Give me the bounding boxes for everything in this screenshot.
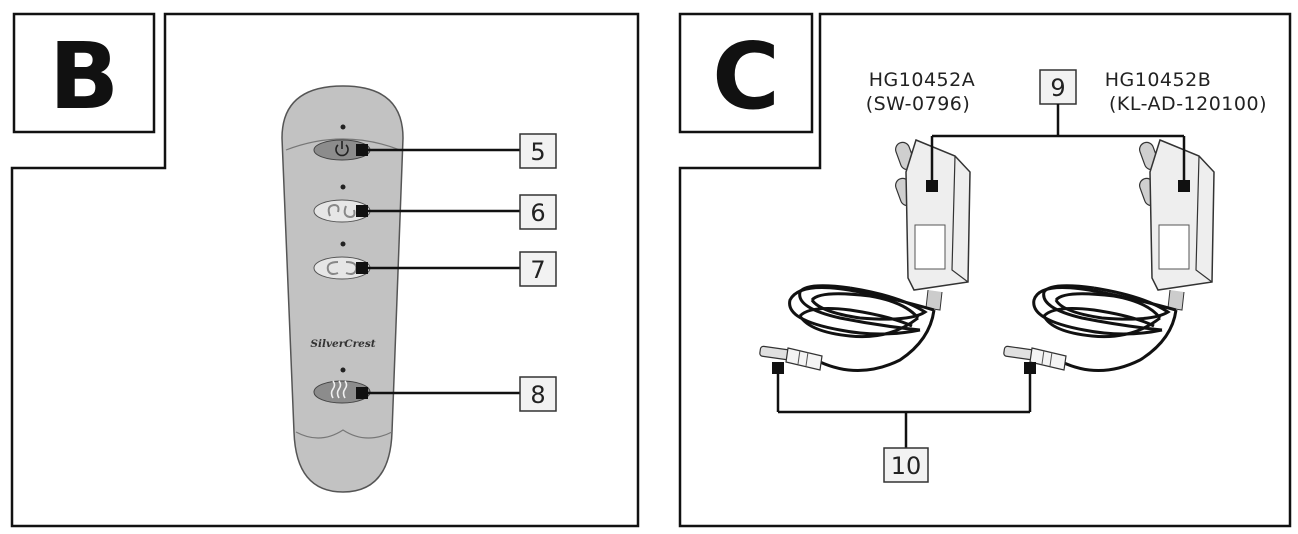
heat-icon: [330, 380, 348, 399]
left-power-adapter: [759, 138, 971, 372]
callout-7: 7: [519, 251, 557, 287]
svg-text:5: 5: [530, 138, 545, 166]
svg-text:10: 10: [891, 452, 922, 480]
remote-body: [281, 85, 404, 493]
panel-c-letter: C: [712, 23, 780, 130]
remote-top-seam: [285, 138, 401, 151]
leaders-adapters: [776, 104, 1186, 448]
callout-8: 8: [519, 376, 557, 412]
svg-text:6: 6: [530, 199, 545, 227]
callout-10: 10: [883, 447, 929, 483]
svg-text:9: 9: [1050, 74, 1065, 102]
callout-6: 6: [519, 194, 557, 230]
callout-5: 5: [519, 133, 557, 169]
brand-logo-text: SilverCrest: [310, 338, 375, 350]
right-adapter-code: (KL-AD-120100): [1109, 93, 1267, 115]
panel-c-frame: [678, 12, 1292, 528]
leader-anchors-adapters: [772, 180, 1190, 374]
svg-text:7: 7: [530, 256, 545, 284]
svg-text:8: 8: [530, 381, 545, 409]
panel-c: C HG10452A (SW-0796) HG10452B (KL-AD-120…: [678, 12, 1292, 528]
leader-anchors-remote: [356, 144, 368, 399]
leaders-remote: [364, 148, 520, 395]
indicator-dot-massage-1: [340, 184, 346, 190]
indicator-dot-massage-2: [340, 241, 346, 247]
right-adapter-model: HG10452B: [1105, 69, 1212, 91]
remote-control: SilverCrest: [281, 85, 404, 493]
indicator-dot-heat: [340, 367, 346, 373]
left-adapter-model: HG10452A: [869, 69, 975, 91]
right-adapter-label-panel: [1158, 224, 1190, 270]
left-adapter-code: (SW-0796): [866, 93, 971, 115]
left-dc-plug: [759, 345, 823, 371]
indicator-dot-power: [340, 124, 346, 130]
panel-b-label-box: [12, 12, 156, 134]
panel-c-label-box: [678, 12, 814, 134]
massage-wave-icon: [327, 203, 356, 219]
panel-b: B: [10, 12, 640, 528]
left-coiled-cable: [788, 284, 936, 372]
right-power-adapter: [1003, 138, 1215, 372]
right-coiled-cable: [1032, 284, 1178, 372]
left-adapter-label-panel: [914, 224, 946, 270]
panel-b-frame: [10, 12, 640, 528]
power-icon: [335, 141, 349, 157]
remote-bottom-seam: [295, 429, 393, 439]
right-dc-plug: [1003, 345, 1067, 371]
panel-b-letter: B: [49, 23, 119, 130]
callout-9: 9: [1039, 69, 1077, 105]
